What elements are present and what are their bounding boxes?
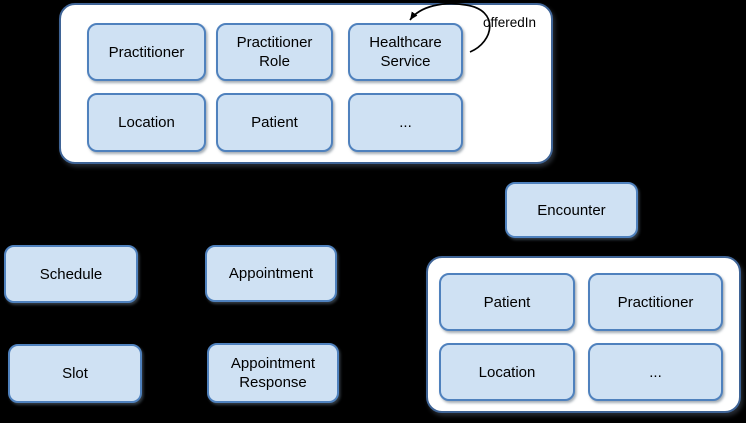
node-label: Appointment Response [230,355,316,391]
node-label: Schedule [39,265,103,283]
node-practitioner: Practitioner [87,23,206,81]
offeredin-self-loop-arrow [409,2,491,53]
node-label: ... [399,114,412,131]
node-label: Patient [483,293,531,311]
node-ellipsis-encounter-group: ... [588,343,723,401]
node-encounter: Encounter [505,182,638,238]
self-loop-label: offeredIn [483,15,537,30]
node-label: Location [478,363,536,381]
node-label: Patient [251,114,298,131]
node-label: Encounter [537,201,606,219]
node-label: Appointment [228,265,314,282]
node-label: Location [118,114,175,131]
node-location: Location [87,93,206,152]
node-location-encounter-group: Location [439,343,575,401]
node-appointment-response: Appointment Response [207,343,339,403]
node-label: Practitioner Role [236,34,313,70]
node-patient: Patient [216,93,333,152]
node-ellipsis: ... [348,93,463,152]
node-label: Practitioner [617,293,694,311]
node-label: Slot [62,365,88,382]
node-patient-encounter-group: Patient [439,273,575,331]
node-healthcare-service: Healthcare Service [348,23,463,81]
node-label: ... [649,363,662,381]
node-appointment: Appointment [205,245,337,302]
node-schedule: Schedule [4,245,138,303]
node-slot: Slot [8,344,142,403]
node-label: Practitioner [108,43,185,61]
node-practitioner-encounter-group: Practitioner [588,273,723,331]
node-label: Healthcare Service [369,34,442,70]
node-practitioner-role: Practitioner Role [216,23,333,81]
